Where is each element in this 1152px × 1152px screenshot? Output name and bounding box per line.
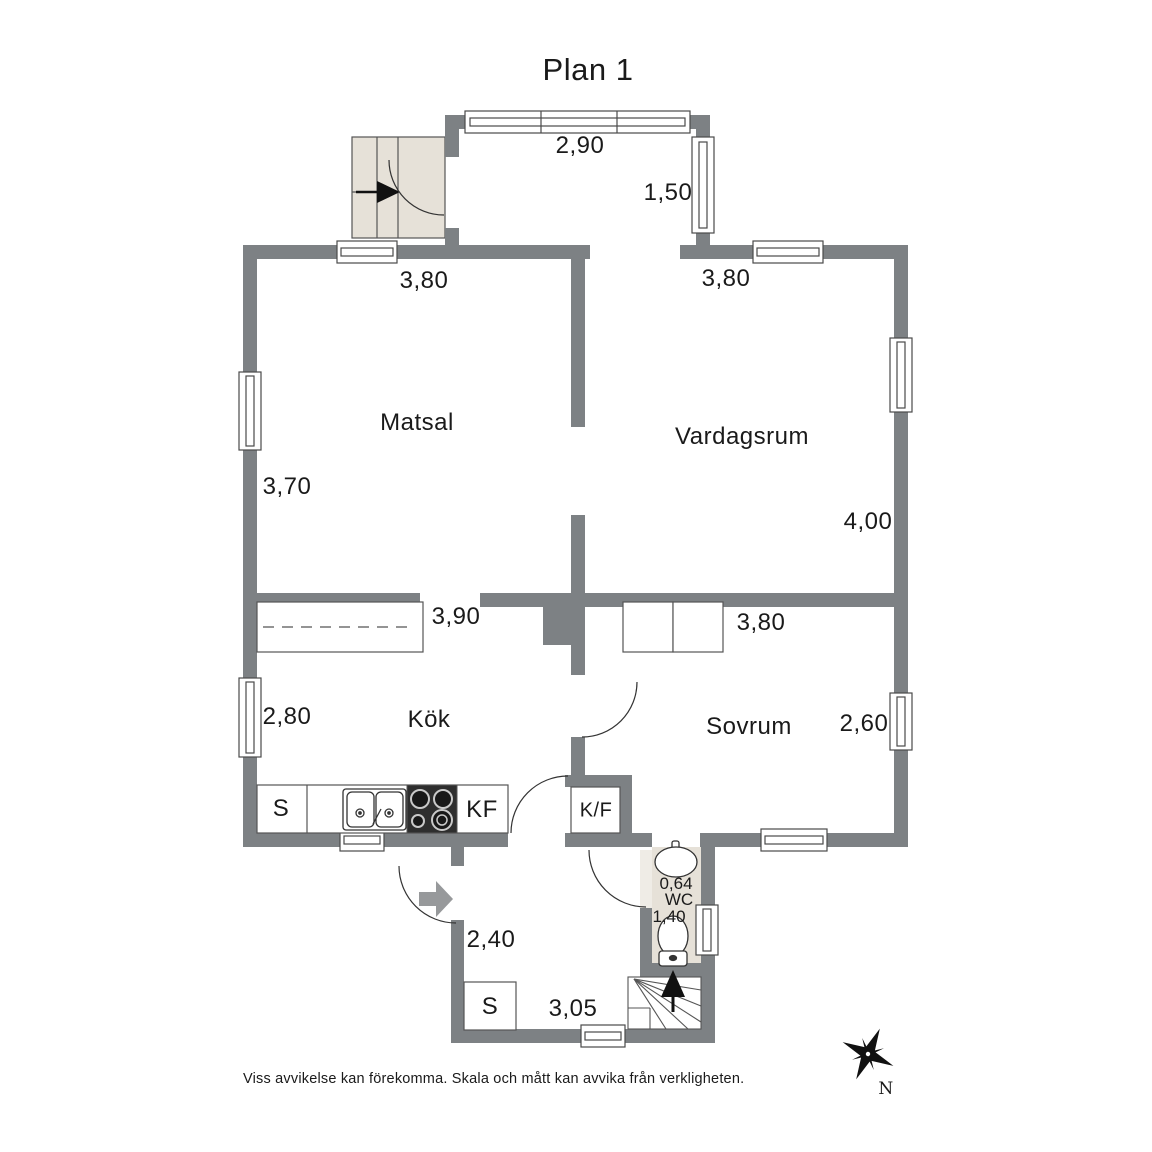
counter-icon bbox=[256, 601, 424, 653]
window-icon bbox=[695, 904, 719, 956]
fixture-label-kitchen-fridge: KF bbox=[466, 796, 498, 823]
dim-vardagsrum-right: 4,00 bbox=[843, 508, 893, 535]
room-label-matsal: Matsal bbox=[380, 409, 454, 436]
compass-icon bbox=[842, 1028, 894, 1080]
fixture-label-kitchen-closet: S bbox=[272, 795, 290, 822]
dim-wc-height: 1,40 bbox=[652, 907, 686, 926]
compass-north-label: N bbox=[878, 1079, 894, 1099]
door-swings bbox=[388, 159, 647, 924]
dim-sovrum-top: 3,80 bbox=[736, 609, 786, 636]
window-icon bbox=[889, 337, 913, 413]
kitchen-door-arc bbox=[510, 775, 569, 834]
entrance-door-arc bbox=[398, 865, 457, 924]
entry-arrow-icon bbox=[419, 881, 453, 917]
window-icon bbox=[238, 371, 262, 451]
stairs-icon bbox=[627, 970, 702, 1030]
dim-hall-bottom: 3,05 bbox=[548, 995, 598, 1022]
windows bbox=[238, 110, 913, 1048]
window-icon bbox=[760, 828, 828, 852]
plan-title: Plan 1 bbox=[542, 52, 634, 87]
dim-hall-top: 2,40 bbox=[466, 926, 516, 953]
window-icon bbox=[464, 110, 691, 134]
porch-door-arc bbox=[388, 159, 445, 216]
wc-sink-icon bbox=[654, 840, 698, 878]
wc-door-arc bbox=[588, 849, 647, 908]
bedroom-door-arc bbox=[581, 681, 638, 738]
dim-vardagsrum-top: 3,80 bbox=[701, 265, 751, 292]
window-icon bbox=[336, 240, 398, 264]
stair-direction-arrow-icon bbox=[661, 970, 685, 1012]
stove-icon bbox=[406, 784, 458, 834]
fixture-label-hall-closet: S bbox=[481, 993, 499, 1020]
room-label-sovrum: Sovrum bbox=[706, 713, 792, 740]
fixture-label-hall-fridge: K/F bbox=[579, 799, 613, 822]
window-icon bbox=[238, 677, 262, 758]
window-icon bbox=[691, 136, 715, 234]
fridge-freezer-icon bbox=[570, 786, 621, 834]
dim-porch-right: 1,50 bbox=[643, 179, 693, 206]
sink-icon bbox=[342, 788, 407, 831]
casework bbox=[256, 601, 724, 1031]
dim-kok-left: 2,80 bbox=[262, 703, 312, 730]
dim-sovrum-right: 2,60 bbox=[839, 710, 889, 737]
closet-icon bbox=[622, 601, 724, 653]
dim-matsal-left: 3,70 bbox=[262, 473, 312, 500]
closet-icon bbox=[463, 981, 517, 1031]
dim-kok-top: 3,90 bbox=[431, 603, 481, 630]
window-icon bbox=[752, 240, 824, 264]
window-icon bbox=[580, 1024, 626, 1048]
disclaimer-text: Viss avvikelse kan förekomma. Skala och … bbox=[243, 1071, 745, 1087]
room-label-vardagsrum: Vardagsrum bbox=[675, 423, 809, 450]
stair-direction-arrow-icon bbox=[356, 181, 400, 203]
dim-porch-top: 2,90 bbox=[555, 132, 605, 159]
room-label-wc: WC bbox=[664, 890, 694, 909]
outdoor-stair-icon bbox=[351, 136, 446, 239]
dim-wc-width: 0,64 bbox=[659, 874, 693, 893]
dim-matsal-top: 3,80 bbox=[399, 267, 449, 294]
room-label-kok: Kök bbox=[407, 706, 451, 733]
toilet-icon bbox=[657, 915, 689, 967]
window-icon bbox=[889, 692, 913, 751]
